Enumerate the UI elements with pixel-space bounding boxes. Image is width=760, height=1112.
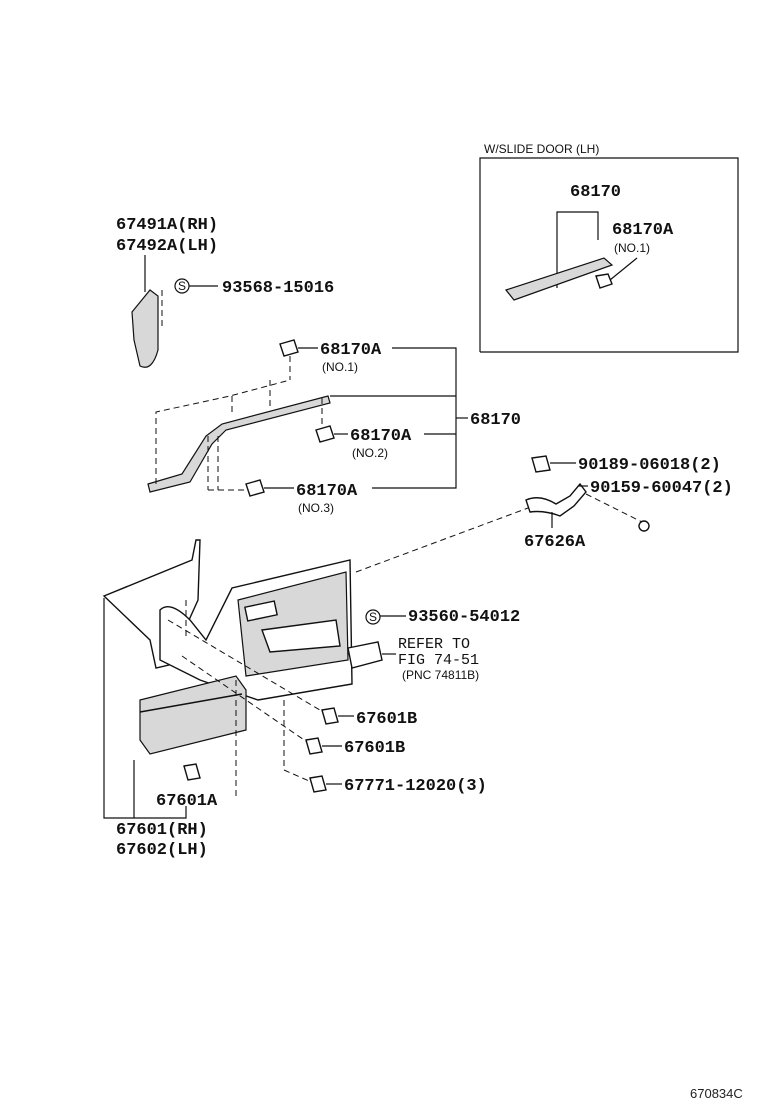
label-67602: 67602(LH) xyxy=(116,841,208,860)
inset-part-sub-note: (NO.1) xyxy=(614,241,650,255)
garnish-part xyxy=(131,289,159,368)
label-68170A-no3: 68170A xyxy=(296,482,358,501)
label-67491A: 67491A(RH) xyxy=(116,216,218,235)
label-67601: 67601(RH) xyxy=(116,821,208,840)
trim-slot xyxy=(244,600,278,622)
label-67601B-1: 67601B xyxy=(356,710,417,729)
bracket-group: 90189-06018(2) 90159-60047(2) 67626A xyxy=(355,455,733,573)
svg-text:S: S xyxy=(178,279,186,293)
clip-67601B-1 xyxy=(321,707,339,725)
refer-line2: FIG 74-51 xyxy=(398,652,479,669)
svg-text:S: S xyxy=(369,610,377,624)
refer-group: S 93560-54012 REFER TO FIG 74-51 (PNC 74… xyxy=(365,608,520,682)
trim-pocket xyxy=(139,675,247,755)
clip-no2 xyxy=(315,425,335,443)
label-68170A-no1-note: (NO.1) xyxy=(322,360,358,374)
inset-weatherstrip xyxy=(504,257,614,301)
trim-upper-panel xyxy=(237,571,349,677)
clip-67771 xyxy=(309,775,327,793)
inset-title: W/SLIDE DOOR (LH) xyxy=(484,142,599,156)
label-67601A: 67601A xyxy=(156,792,218,811)
refer-line3: (PNC 74811B) xyxy=(402,668,479,682)
inset-clip xyxy=(595,273,613,289)
inset-part-sub: 68170A xyxy=(612,221,674,240)
label-68170A-no2: 68170A xyxy=(350,427,412,446)
label-93560: 93560-54012 xyxy=(408,608,520,627)
slide-door-inset: W/SLIDE DOOR (LH) 68170 68170A (NO.1) xyxy=(479,142,739,353)
weatherstrip-group: 68170A (NO.1) 68170 68170A (NO.2) 68170A… xyxy=(147,339,521,515)
door-trim-group xyxy=(102,539,383,819)
garnish-group: 67491A(RH) 67492A(LH) S 93568-15016 xyxy=(116,216,334,368)
s-symbol-2 xyxy=(365,609,381,625)
bracket-part xyxy=(525,482,587,517)
weatherstrip-part xyxy=(147,395,331,493)
clip-67601B-2 xyxy=(305,737,323,755)
refer-line1: REFER TO xyxy=(398,636,470,653)
inset-part-main: 68170 xyxy=(570,183,621,202)
label-67626A: 67626A xyxy=(524,533,586,552)
clip-no3 xyxy=(245,479,265,497)
screw-90159 xyxy=(638,520,650,532)
label-68170: 68170 xyxy=(470,411,521,430)
cup-holder xyxy=(347,641,383,669)
clip-67601A xyxy=(183,763,201,781)
label-68170A-no3-note: (NO.3) xyxy=(298,501,334,515)
label-93568: 93568-15016 xyxy=(222,279,334,298)
clips-group: 67601B 67601B 67771-12020(3) 67601A xyxy=(156,707,487,811)
clip-no1 xyxy=(279,339,299,357)
figure-code: 670834C xyxy=(690,1086,743,1101)
trim-handle xyxy=(261,619,341,653)
label-68170A-no2-note: (NO.2) xyxy=(352,446,388,460)
nut-90189 xyxy=(531,455,551,473)
label-67492A: 67492A(LH) xyxy=(116,237,218,256)
label-67601B-2: 67601B xyxy=(344,739,405,758)
label-67771: 67771-12020(3) xyxy=(344,777,487,796)
label-90159: 90159-60047(2) xyxy=(590,479,733,498)
label-68170A-no1: 68170A xyxy=(320,341,382,360)
label-90189: 90189-06018(2) xyxy=(578,456,721,475)
